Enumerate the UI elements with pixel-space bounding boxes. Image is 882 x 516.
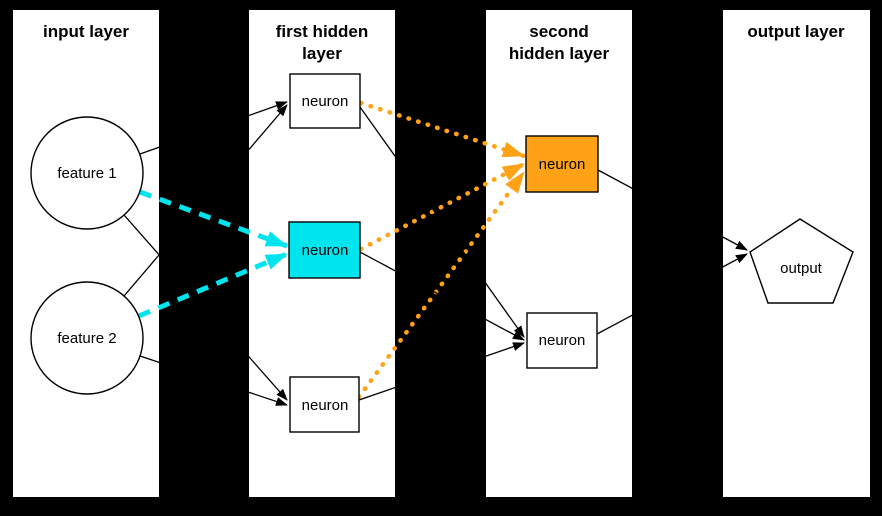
first-hidden-layer-title: first hidden <box>276 22 369 41</box>
edge-hidden1-middle-to-hidden2-top-highlighted <box>358 161 527 252</box>
edge-hidden1-bottom-to-hidden2-top-highlighted <box>356 169 527 400</box>
feature2-circle <box>30 281 144 395</box>
edge-feature2-to-hidden1-bottom <box>139 355 288 406</box>
edge-feature1-to-hidden1-bottom <box>123 214 288 401</box>
edge-feature2-to-hidden1-middle-highlighted <box>138 251 288 319</box>
second-hidden-layer-title-line2: hidden layer <box>509 44 610 63</box>
feature2-label: feature 2 <box>57 330 116 347</box>
column-second-hidden-layer: second hidden layer <box>486 10 632 497</box>
node-feature1: feature 1 <box>30 116 144 230</box>
input-layer-panel <box>13 10 159 497</box>
edge-hidden1-top-to-hidden2-top-highlighted <box>358 100 527 159</box>
hidden1-top-box <box>289 73 361 129</box>
node-hidden2-bottom: neuron <box>526 312 598 369</box>
node-output: output <box>749 218 854 304</box>
edge-feature2-to-hidden1-top <box>123 104 288 297</box>
hidden2-top-box <box>525 135 599 193</box>
edge-feature1-to-hidden1-top <box>139 101 288 155</box>
hidden2-bottom-box <box>526 312 598 369</box>
node-hidden1-middle-highlighted: neuron <box>288 221 361 279</box>
hidden1-bottom-label: neuron <box>302 397 349 414</box>
edge-hidden1-middle-to-hidden2-bottom <box>359 251 525 341</box>
output-pentagon <box>749 218 854 304</box>
node-hidden1-bottom: neuron <box>289 376 360 433</box>
feature1-circle <box>30 116 144 230</box>
hidden2-bottom-label: neuron <box>539 332 586 349</box>
edge-hidden2-top-to-output <box>597 169 748 251</box>
node-hidden2-top-highlighted: neuron <box>525 135 599 193</box>
second-hidden-layer-panel <box>486 10 632 497</box>
first-hidden-layer-title-line2: layer <box>302 44 342 63</box>
hidden1-middle-box <box>288 221 361 279</box>
node-feature2: feature 2 <box>30 281 144 395</box>
hidden1-bottom-box <box>289 376 360 433</box>
output-layer-title: output layer <box>747 22 845 41</box>
edge-hidden2-bottom-to-output <box>596 253 748 335</box>
hidden1-top-label: neuron <box>302 93 349 110</box>
edge-feature1-to-hidden1-middle-highlighted <box>139 189 288 249</box>
edge-hidden1-top-to-hidden2-bottom <box>359 106 525 338</box>
second-hidden-layer-title: second <box>529 22 589 41</box>
output-label: output <box>780 260 823 277</box>
node-hidden1-top: neuron <box>289 73 361 129</box>
edge-hidden1-bottom-to-hidden2-bottom <box>358 342 525 401</box>
feature1-label: feature 1 <box>57 165 116 182</box>
hidden1-middle-label: neuron <box>302 242 349 259</box>
input-layer-title: input layer <box>43 22 129 41</box>
column-input-layer: input layer <box>13 10 159 497</box>
hidden2-top-label: neuron <box>539 156 586 173</box>
